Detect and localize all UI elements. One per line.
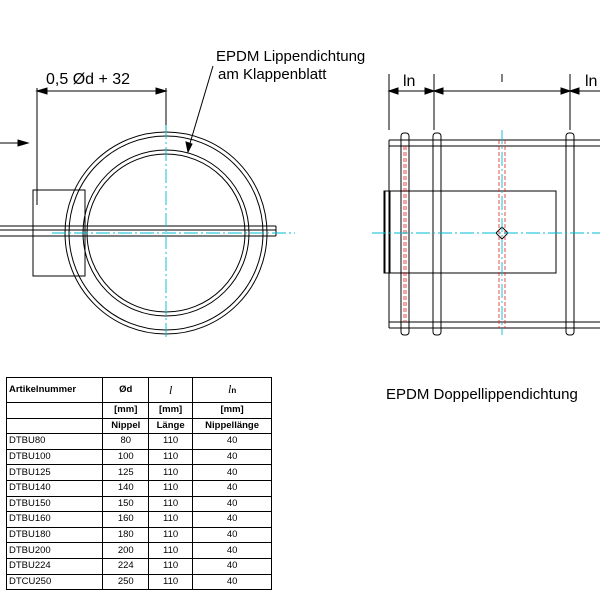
arrowhead	[560, 87, 572, 95]
header-length-symbol: l	[168, 383, 173, 397]
cell-length: 110	[148, 557, 194, 575]
cell-nipple-length: 40	[192, 526, 272, 544]
cell-diameter: 100	[102, 448, 150, 466]
cell-article-number: DTBU80	[5, 433, 104, 450]
table-units-row: [mm] [mm] [mm]	[5, 402, 272, 419]
header-diameter: Ød	[102, 377, 150, 403]
cell-article-number: DTBU140	[5, 479, 104, 497]
units-cell: [mm]	[148, 402, 194, 419]
side-view-hidden-lines	[403, 140, 506, 328]
arrowhead	[387, 87, 399, 95]
cell-article-number: DTBU224	[5, 557, 104, 575]
cell-article-number: DTBU160	[5, 511, 104, 528]
arrowhead-right	[155, 87, 168, 95]
dim-ln-left-label: ln	[403, 73, 415, 90]
table-header-row: Artikelnummer Ød l ln	[5, 377, 272, 403]
cell-diameter: 125	[102, 464, 150, 481]
seal-bead	[565, 132, 575, 336]
cell-article-number: DTBU150	[5, 495, 104, 513]
cell-nipple-length: 40	[192, 479, 272, 497]
desc-cell	[5, 417, 104, 435]
header-nipple-length: ln	[192, 377, 272, 403]
header-nipple-length-symbol: l	[227, 382, 232, 396]
cell-length: 110	[148, 495, 194, 513]
side-view-centerlines	[372, 130, 600, 335]
desc-cell: Nippel	[102, 417, 150, 435]
dim-ln-right-label: ln	[585, 73, 597, 90]
leader-arrowhead	[185, 141, 193, 154]
front-view-centerlines	[52, 125, 295, 340]
cell-diameter: 140	[102, 479, 150, 497]
cell-length: 110	[148, 479, 194, 497]
cell-length: 110	[148, 511, 194, 528]
header-article-number: Artikelnummer	[5, 377, 104, 403]
cell-article-number: DTBU180	[5, 526, 104, 544]
dim-distance-label: 0,5 Ød + 32	[46, 71, 130, 88]
arrowhead	[568, 87, 580, 95]
cell-length: 110	[148, 573, 194, 591]
pivot-point	[495, 226, 509, 240]
cell-article-number: DTCU250	[5, 573, 104, 591]
arrowhead	[424, 87, 436, 95]
leader-line	[187, 65, 214, 151]
cell-diameter: 180	[102, 526, 150, 544]
cell-nipple-length: 40	[192, 573, 272, 591]
spec-table: Artikelnummer Ød l ln [mm] [mm] [mm] Nip…	[5, 377, 272, 591]
cell-diameter: 160	[102, 511, 150, 528]
cell-diameter: 200	[102, 542, 150, 559]
cell-diameter: 250	[102, 573, 150, 591]
units-cell: [mm]	[192, 402, 272, 419]
cell-article-number: DTBU125	[5, 464, 104, 481]
side-view	[383, 74, 600, 336]
units-cell: [mm]	[102, 402, 150, 419]
lip-seal-sublabel: am Klappenblatt	[218, 66, 327, 83]
cell-nipple-length: 40	[192, 557, 272, 575]
double-lip-seal-label: EPDM Doppellippendichtung	[386, 386, 578, 403]
arrowhead-left	[35, 87, 48, 95]
cell-nipple-length: 40	[192, 464, 272, 481]
cell-nipple-length: 40	[192, 511, 272, 528]
cell-nipple-length: 40	[192, 542, 272, 559]
header-subscript: n	[231, 386, 237, 395]
lip-seal-label: EPDM Lippendichtung	[216, 48, 365, 65]
cell-article-number: DTBU200	[5, 542, 104, 559]
desc-cell: Nippellänge	[192, 417, 272, 435]
desc-cell: Länge	[148, 417, 194, 435]
header-length: l	[148, 377, 194, 403]
seal-bead	[432, 132, 442, 336]
units-cell	[5, 402, 104, 419]
cell-length: 110	[148, 448, 194, 466]
front-view	[0, 65, 277, 335]
actuator-box-side	[384, 190, 557, 274]
cell-article-number: DTBU100	[5, 448, 104, 466]
cell-length: 110	[148, 526, 194, 544]
arrowhead	[432, 87, 444, 95]
cell-nipple-length: 40	[192, 495, 272, 513]
arrowhead-partial	[17, 139, 30, 147]
cell-diameter: 80	[102, 433, 150, 450]
cell-diameter: 224	[102, 557, 150, 575]
cell-nipple-length: 40	[192, 433, 272, 450]
cell-nipple-length: 40	[192, 448, 272, 466]
actuator-flange	[383, 190, 391, 274]
seal-bead	[400, 132, 410, 336]
table-desc-row: Nippel Länge Nippellänge	[5, 417, 272, 435]
cell-diameter: 150	[102, 495, 150, 513]
cell-length: 110	[148, 542, 194, 559]
cell-length: 110	[148, 433, 194, 450]
cell-length: 110	[148, 464, 194, 481]
